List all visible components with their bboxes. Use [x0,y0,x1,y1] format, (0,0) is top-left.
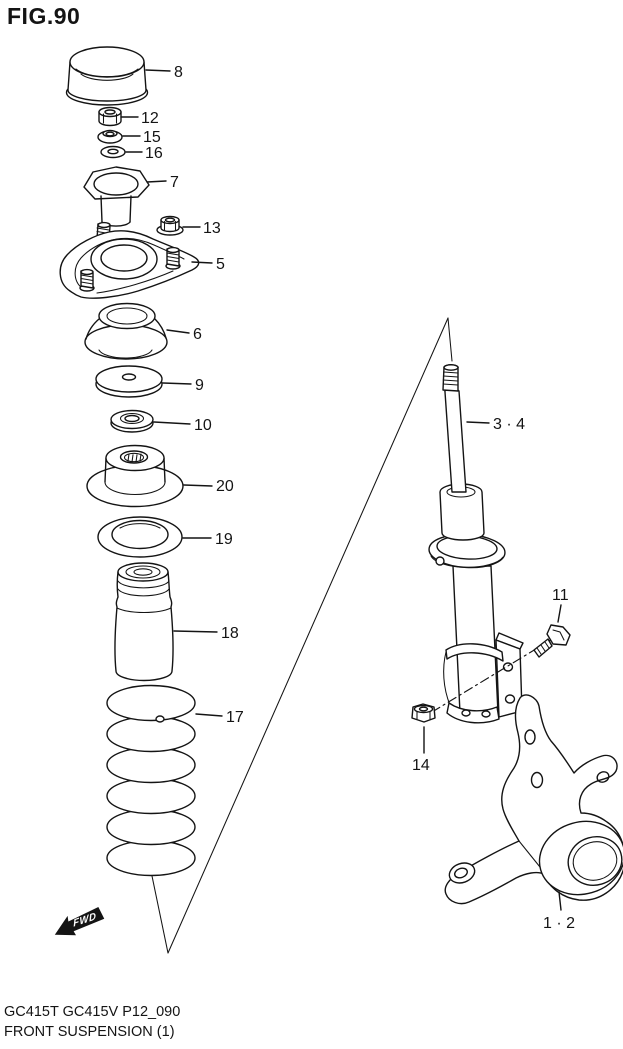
callout-10: 10 [194,417,212,434]
callout-12: 12 [141,110,159,127]
part-12-nut [98,106,122,127]
part-14-nut [411,703,436,723]
part-18-dust-cover [114,562,174,682]
part-10-spacer [110,409,154,433]
callout-3-4: 3 · 4 [493,416,525,433]
callout-6: 6 [193,326,202,343]
callout-14: 14 [412,757,430,774]
callout-11: 11 [552,587,569,604]
callout-15: 15 [143,129,161,146]
callout-19: 19 [215,531,233,548]
part-13-nut [156,215,184,236]
fwd-arrow-icon: FWD [54,906,105,936]
part-20-spring-seat-upper [86,444,184,508]
callout-9: 9 [195,377,204,394]
part-3-4-shock-absorber [428,364,524,724]
callout-17: 17 [226,709,244,726]
part-6-strut-support [84,302,168,360]
part-5-strut-mount [59,221,200,299]
callout-16: 16 [145,145,163,162]
figure-title: FIG.90 [7,3,81,29]
callout-8: 8 [174,64,183,81]
part-7-support-cup [83,166,150,227]
part-15-nut [97,129,123,144]
part-11-bolt [533,624,571,658]
callout-18: 18 [221,625,239,642]
callout-1-2: 1 · 2 [543,915,575,932]
assembly-leader-lines [151,317,453,954]
callout-20: 20 [216,478,234,495]
callout-labels: 8 12 15 16 7 13 5 6 9 10 20 19 18 17 3 ·… [141,64,575,932]
footer-figure-title: FRONT SUSPENSION (1) [4,1024,175,1040]
part-19-seat-ring [97,516,183,558]
part-9-seat-disc [95,365,163,398]
callout-5: 5 [216,256,225,273]
callout-7: 7 [170,174,179,191]
part-1-2-steering-knuckle [444,694,623,905]
part-17-coil-spring [106,684,196,877]
fwd-label: FWD [73,911,97,930]
callout-leader-lines [120,69,562,911]
callout-13: 13 [203,220,221,237]
part-16-washer [100,145,126,159]
part-8-strut-cap [65,46,149,106]
footer-model-code: GC415T GC415V P12_090 [4,1004,181,1020]
